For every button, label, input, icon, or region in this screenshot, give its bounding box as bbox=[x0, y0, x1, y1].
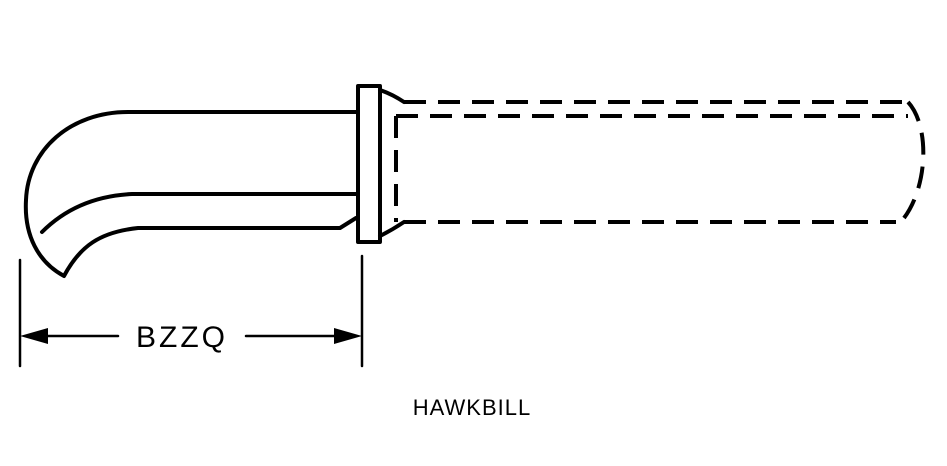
dimension-label: BZZQ bbox=[136, 321, 228, 354]
diagram-caption: HAWKBILL bbox=[413, 395, 531, 420]
ferrule-taper bbox=[378, 88, 406, 238]
arrowhead-right bbox=[334, 328, 362, 344]
handle-phantom bbox=[394, 100, 926, 224]
dimension: BZZQ bbox=[18, 254, 364, 368]
guard-outline bbox=[356, 84, 382, 244]
guard bbox=[356, 84, 406, 244]
blade-outline bbox=[23, 110, 360, 278]
handle-butt-end bbox=[902, 100, 926, 220]
arrowhead-left bbox=[20, 328, 48, 344]
blade-bevel-line bbox=[40, 192, 358, 234]
blade bbox=[23, 110, 360, 278]
